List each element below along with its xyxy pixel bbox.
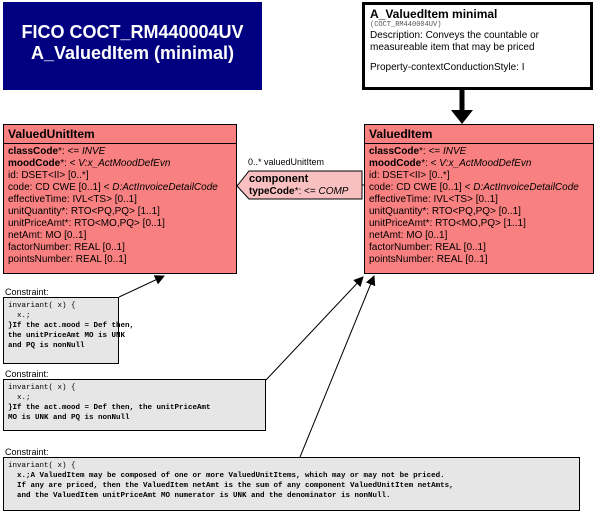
- constraint-line: invariant( x) {: [8, 384, 76, 392]
- association-type-code: typeCode*: <= COMP: [249, 186, 348, 198]
- type-code-label: typeCode: [249, 186, 295, 197]
- constraint-1-label: Constraint:: [5, 287, 49, 297]
- diagram-title-box: FICO COCT_RM440004UV A_ValuedItem (minim…: [3, 2, 262, 90]
- constraint-3-connector: [299, 275, 376, 458]
- constraint-3-box: invariant( x) { x.;A ValuedItem may be c…: [3, 457, 580, 511]
- constraint-line: and the ValuedItem unitPriceAmt MO numer…: [8, 492, 391, 500]
- class-name: ValuedItem: [365, 125, 593, 144]
- constraint-2-label: Constraint:: [5, 369, 49, 379]
- attribute-text: pointsNumber: REAL [0..1]: [369, 254, 488, 265]
- attribute-text: code: CD CWE [0..1] <: [369, 182, 474, 193]
- attribute-text: unitQuantity*: RTO<PQ,PQ> [0..1]: [369, 206, 521, 217]
- attribute-text: unitQuantity*: RTO<PQ,PQ> [1..1]: [8, 206, 160, 217]
- attribute-vocabulary: INVE: [442, 146, 467, 157]
- attribute-row: moodCode*: < V:x_ActMoodDefEvn: [369, 158, 589, 170]
- attribute-vocabulary: V:x_ActMoodDefEvn: [78, 158, 171, 169]
- constraint-line: x.;A ValuedItem may be composed of one o…: [8, 472, 445, 480]
- attribute-text: *: <=: [58, 146, 82, 157]
- attribute-row: code: CD CWE [0..1] < D:ActInvoiceDetail…: [369, 182, 589, 194]
- attribute-text: factorNumber: REAL [0..1]: [8, 242, 125, 253]
- attribute-vocabulary: INVE: [81, 146, 106, 157]
- type-code-rest: *: <=: [294, 186, 319, 197]
- attribute-row: netAmt: MO [0..1]: [8, 230, 232, 242]
- constraint-line: }If the act.mood = Def then, the unitPri…: [8, 404, 211, 412]
- title-line-2: A_ValuedItem (minimal): [30, 43, 235, 63]
- attribute-name: classCode: [8, 146, 59, 157]
- attribute-text: effectiveTime: IVL<TS> [0..1]: [8, 194, 137, 205]
- attribute-text: factorNumber: REAL [0..1]: [369, 242, 486, 253]
- constraint-line: }If the act.mood = Def then,: [8, 322, 135, 330]
- constraint-line: invariant( x) {: [8, 302, 76, 310]
- constraint-line: If any are priced, then the ValuedItem n…: [8, 482, 454, 490]
- attribute-vocabulary: D:ActInvoiceDetailCode: [473, 182, 579, 193]
- constraint-1-box: invariant( x) { x.; }If the act.mood = De…: [3, 297, 135, 364]
- constraint-line: the unitPriceAmt MO is UNK: [8, 332, 126, 340]
- attribute-text: id: DSET<II> [0..*]: [369, 170, 450, 181]
- entry-point-box: A_ValuedItem minimal (COCT_RM440004UV) D…: [362, 2, 593, 90]
- attribute-row: factorNumber: REAL [0..1]: [369, 242, 589, 254]
- entry-point-property: Property-contextConductionStyle: I: [370, 62, 525, 73]
- entry-arrow-head: [451, 110, 473, 124]
- constraint-line: and PQ is nonNull: [8, 342, 85, 350]
- attribute-vocabulary: D:ActInvoiceDetailCode: [112, 182, 218, 193]
- attribute-row: effectiveTime: IVL<TS> [0..1]: [369, 194, 589, 206]
- attribute-text: *: <: [60, 158, 79, 169]
- attribute-row: unitPriceAmt*: RTO<MO,PQ> [1..1]: [369, 218, 589, 230]
- attribute-text: *: <=: [419, 146, 443, 157]
- attribute-row: moodCode*: < V:x_ActMoodDefEvn: [8, 158, 232, 170]
- constraint-1-connector: [118, 275, 165, 298]
- entry-point-name: A_ValuedItem minimal: [370, 7, 498, 21]
- attribute-name: moodCode: [8, 158, 61, 169]
- constraint-line: invariant( x) {: [8, 462, 76, 470]
- association-name: component: [249, 173, 309, 185]
- attribute-row: classCode*: <= INVE: [369, 146, 589, 158]
- constraint-2-box: invariant( x) { x.; }If the act.mood = De…: [3, 379, 266, 431]
- attribute-row: pointsNumber: REAL [0..1]: [369, 254, 589, 266]
- attribute-row: unitPriceAmt*: RTO<MO,PQ> [0..1]: [8, 218, 232, 230]
- attribute-text: *: <: [421, 158, 440, 169]
- constraint-3-label: Constraint:: [5, 447, 49, 457]
- attribute-name: moodCode: [369, 158, 422, 169]
- constraint-line: x.;: [8, 394, 31, 402]
- constraint-2-connector: [265, 276, 364, 381]
- attribute-text: unitPriceAmt*: RTO<MO,PQ> [1..1]: [369, 218, 526, 229]
- attribute-text: effectiveTime: IVL<TS> [0..1]: [369, 194, 498, 205]
- attribute-row: effectiveTime: IVL<TS> [0..1]: [8, 194, 232, 206]
- attribute-row: id: DSET<II> [0..*]: [8, 170, 232, 182]
- attribute-row: code: CD CWE [0..1] < D:ActInvoiceDetail…: [8, 182, 232, 194]
- title-line-1: FICO COCT_RM440004UV: [21, 22, 244, 42]
- type-code-value: COMP: [318, 186, 349, 197]
- attribute-row: unitQuantity*: RTO<PQ,PQ> [1..1]: [8, 206, 232, 218]
- attribute-row: factorNumber: REAL [0..1]: [8, 242, 232, 254]
- constraint-line: x.;: [8, 312, 31, 320]
- attribute-row: pointsNumber: REAL [0..1]: [8, 254, 232, 266]
- entry-point-description: Description: Conveys the countable or me…: [370, 30, 539, 53]
- attribute-vocabulary: V:x_ActMoodDefEvn: [439, 158, 532, 169]
- attribute-name: classCode: [369, 146, 420, 157]
- association-shape: [236, 170, 363, 200]
- attribute-text: id: DSET<II> [0..*]: [8, 170, 89, 181]
- attribute-row: netAmt: MO [0..1]: [369, 230, 589, 242]
- attribute-text: unitPriceAmt*: RTO<MO,PQ> [0..1]: [8, 218, 165, 229]
- attribute-text: code: CD CWE [0..1] <: [8, 182, 113, 193]
- attribute-row: unitQuantity*: RTO<PQ,PQ> [0..1]: [369, 206, 589, 218]
- attribute-text: netAmt: MO [0..1]: [8, 230, 87, 241]
- attribute-row: classCode*: <= INVE: [8, 146, 232, 158]
- association-multiplicity: 0..* valuedUnitItem: [248, 157, 325, 167]
- constraint-line: MO is UNK and PQ is nonNull: [8, 414, 130, 422]
- attribute-row: id: DSET<II> [0..*]: [369, 170, 589, 182]
- attribute-text: netAmt: MO [0..1]: [369, 230, 448, 241]
- entry-point-code: (COCT_RM440004UV): [370, 21, 442, 29]
- class-name: ValuedUnitItem: [4, 125, 236, 144]
- attribute-text: pointsNumber: REAL [0..1]: [8, 254, 127, 265]
